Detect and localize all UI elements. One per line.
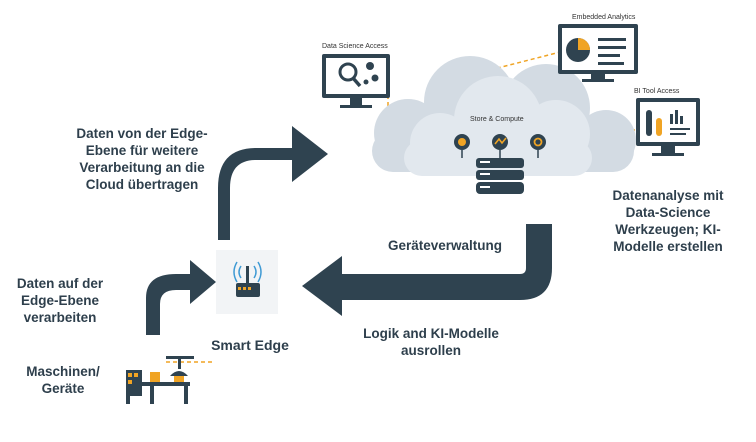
cloud-icon: [372, 56, 636, 176]
machines-label: Maschinen/ Geräte: [26, 364, 100, 396]
data-science-access-label: Data Science Access: [322, 43, 388, 50]
bi-tool-monitor-icon: [636, 98, 700, 156]
embedded-analytics-monitor-icon: [558, 24, 638, 82]
data-science-monitor-icon: [322, 54, 390, 108]
device-management-label: Geräteverwaltung: [387, 238, 503, 253]
edge-to-cloud-label: Daten von der Edge-Ebene für weitere Ver…: [76, 126, 208, 192]
smart-edge-label: Smart Edge: [211, 337, 289, 353]
store-compute-label: Store & Compute: [470, 116, 524, 123]
rollout-label: Logik and KI-Modelle ausrollen: [363, 326, 499, 358]
edge-process-label: Daten auf der Edge-Ebene verarbeiten: [16, 276, 104, 325]
factory-machine-icon: [126, 356, 194, 404]
edge-to-cloud-arrow: [218, 126, 328, 240]
cloud-to-edge-arrow: [302, 224, 552, 316]
bi-tool-access-label: BI Tool Access: [634, 88, 680, 95]
compute-icons: [454, 134, 546, 158]
embedded-analytics-label: Embedded Analytics: [572, 14, 636, 21]
database-icon: [476, 158, 524, 194]
router-icon: [216, 250, 278, 314]
machine-to-edge-arrow: [146, 260, 216, 335]
analytics-label: Datenanalyse mit Data-Science Werkzeugen…: [612, 188, 724, 254]
